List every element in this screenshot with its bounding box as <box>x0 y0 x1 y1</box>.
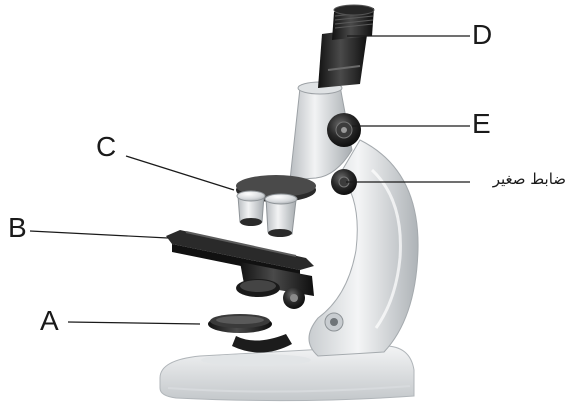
label-d: D <box>472 21 492 49</box>
label-a: A <box>40 307 59 335</box>
coarse-knob-e <box>327 113 361 147</box>
leader-line-c <box>126 156 234 190</box>
eyepiece-d <box>318 5 374 88</box>
leader-line-b <box>30 231 168 238</box>
stage-knob <box>283 287 305 309</box>
arm-pivot-screw <box>325 313 343 331</box>
label-c: C <box>96 133 116 161</box>
mirror-a <box>208 314 292 353</box>
microscope-base <box>160 346 414 401</box>
stage-b <box>166 230 314 297</box>
objective-lenses-c <box>236 175 316 237</box>
label-e: E <box>472 110 491 138</box>
label-b: B <box>8 214 27 242</box>
leader-line-a <box>68 322 200 324</box>
label-fine-adjust: ضابط صغير <box>493 172 566 187</box>
